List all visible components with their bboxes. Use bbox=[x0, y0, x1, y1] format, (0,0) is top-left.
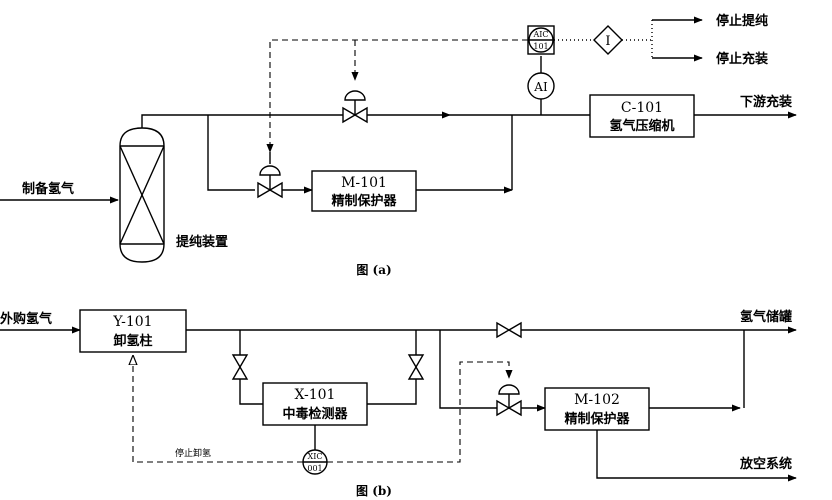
control-valve-vent bbox=[496, 384, 522, 417]
purifier-outlet-line bbox=[141, 114, 208, 128]
protector-m101-name: 精制保护器 bbox=[331, 193, 397, 209]
protector-m101-box bbox=[311, 170, 417, 212]
controller-aic-tag: AIC bbox=[532, 30, 548, 39]
interlock-out-2: 停止充装 bbox=[716, 51, 768, 67]
interlock-out-1: 停止提纯 bbox=[716, 13, 768, 29]
outlet-storage-label: 氢气储罐 bbox=[740, 309, 792, 325]
interlock-diamond bbox=[593, 25, 623, 55]
stop-unload-note: 停止卸氢 bbox=[175, 447, 211, 459]
protector-m102-name: 精制保护器 bbox=[564, 411, 630, 427]
protector-m102-tag: M-102 bbox=[574, 392, 620, 408]
diagram-b: 外购氢气 Y-101 卸氢柱 氢气储罐 X-101 中毒检测器 bbox=[0, 309, 797, 498]
detector-x101 bbox=[262, 382, 368, 426]
purifier-vessel bbox=[119, 127, 165, 263]
hand-valve-storage bbox=[496, 321, 522, 339]
controller-xic-tag: XIC bbox=[308, 452, 323, 461]
unloading-column-tag: Y-101 bbox=[112, 314, 152, 330]
hand-valve-detector-in bbox=[231, 354, 249, 380]
unloading-column-name: 卸氢柱 bbox=[113, 333, 152, 349]
bypass-line-a bbox=[207, 115, 255, 191]
unloading-column-y101 bbox=[79, 309, 187, 353]
diagram-a: 制备氢气 提纯装置 M-1 bbox=[0, 13, 797, 277]
signal-line-stop-unload bbox=[133, 356, 303, 463]
hand-valve-detector-out bbox=[407, 354, 425, 380]
control-valve-main bbox=[342, 90, 368, 124]
interlock-label: I bbox=[605, 34, 610, 49]
compressor-name: 氢气压缩机 bbox=[609, 118, 674, 134]
controller-xic-num: 001 bbox=[307, 464, 322, 473]
analyzer-ai-label: AI bbox=[533, 80, 548, 94]
outlet-vent-label: 放空系统 bbox=[739, 456, 792, 472]
signal-line-vent-valve bbox=[327, 361, 513, 463]
inlet-label-a: 制备氢气 bbox=[22, 181, 74, 197]
compressor-tag: C-101 bbox=[621, 100, 663, 116]
inlet-label-b: 外购氢气 bbox=[0, 311, 52, 327]
compressor-c101-box bbox=[589, 94, 695, 138]
controller-aic-num: 101 bbox=[533, 42, 548, 51]
purifier-label: 提纯装置 bbox=[176, 234, 228, 250]
control-valve-bypass bbox=[257, 165, 283, 199]
outlet-label-a: 下游充装 bbox=[740, 94, 792, 110]
caption-a: 图 (a) bbox=[356, 263, 391, 277]
vent-line bbox=[596, 430, 797, 482]
detector-tag: X-101 bbox=[295, 387, 336, 403]
detector-name: 中毒检测器 bbox=[282, 406, 348, 422]
caption-b: 图 (b) bbox=[356, 484, 392, 498]
protector-m101-tag: M-101 bbox=[341, 175, 387, 191]
signal-line-bypass-valve bbox=[266, 39, 528, 153]
